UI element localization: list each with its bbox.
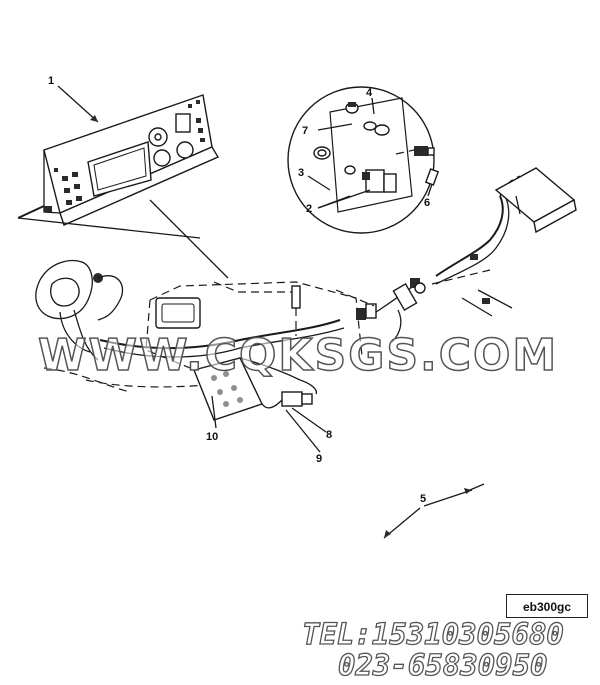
- callout-2: 2: [306, 203, 312, 215]
- drawing-code-label: eb300gc: [506, 594, 588, 618]
- switch-detail-circle: [287, 86, 440, 234]
- wiring-harness: [35, 167, 577, 421]
- contact-tel: TEL:15310305680: [301, 616, 564, 651]
- callout-8: 8: [326, 429, 332, 441]
- callout-7: 7: [302, 125, 308, 137]
- instrument-panel: [17, 94, 220, 239]
- callout-5: 5: [420, 493, 426, 505]
- callout-labels: 1 2 3 4 5 6 7 8 9 10: [48, 75, 430, 505]
- callout-9: 9: [316, 453, 322, 465]
- site-watermark: WWW.CQKSGS.COM: [37, 329, 559, 382]
- callout-1: 1: [48, 75, 54, 87]
- callout-10: 10: [206, 431, 218, 443]
- callout-3: 3: [298, 167, 304, 179]
- callout-4: 4: [366, 87, 373, 99]
- callout-6: 6: [424, 197, 430, 209]
- contact-phone: 023-65830950: [337, 647, 548, 682]
- leader-lines: [57, 85, 485, 539]
